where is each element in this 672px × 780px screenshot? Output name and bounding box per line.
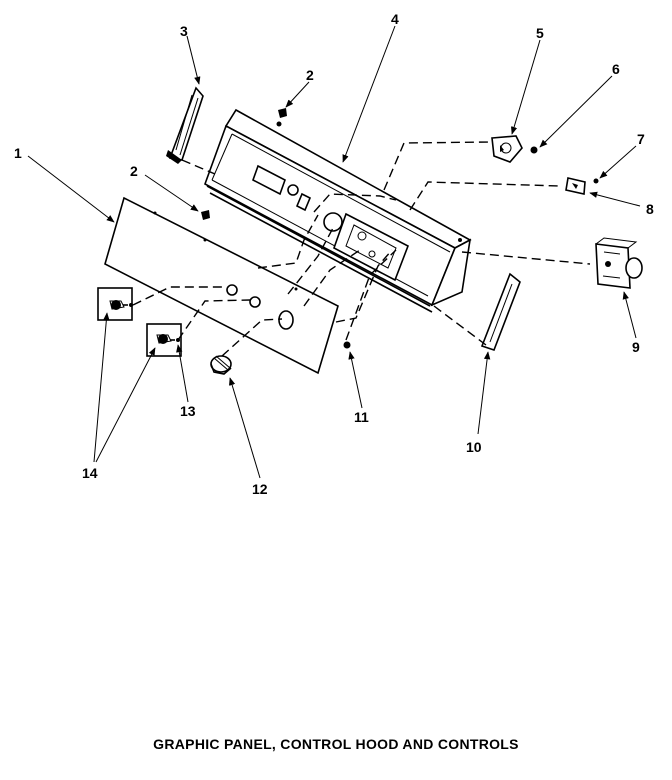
label-part-12: 12 xyxy=(252,481,268,497)
control-hood xyxy=(204,108,472,313)
part-number-labels: 1 2 2 3 4 5 6 7 8 9 10 11 12 13 14 xyxy=(14,11,654,497)
switch-part-5 xyxy=(491,135,523,163)
timer-knob-part-12 xyxy=(210,355,232,375)
label-part-1: 1 xyxy=(14,145,22,161)
screw-part-11 xyxy=(343,341,351,349)
right-end-cap xyxy=(480,272,521,352)
label-part-13: 13 xyxy=(180,403,196,419)
nut-part-6 xyxy=(530,146,538,154)
left-end-cap xyxy=(166,86,204,164)
label-part-3: 3 xyxy=(180,23,188,39)
label-part-2-upper: 2 xyxy=(306,67,314,83)
label-part-6: 6 xyxy=(612,61,620,77)
label-part-5: 5 xyxy=(536,25,544,41)
label-part-4: 4 xyxy=(391,11,399,27)
knob-box-upper xyxy=(97,287,133,321)
timer-part-9 xyxy=(595,237,643,289)
knob-box-lower xyxy=(146,323,182,357)
switch-part-8 xyxy=(565,177,586,195)
screw-part-2-upper xyxy=(278,108,287,118)
label-part-2-lower: 2 xyxy=(130,163,138,179)
label-part-9: 9 xyxy=(632,339,640,355)
label-part-14: 14 xyxy=(82,465,98,481)
graphic-panel xyxy=(104,196,339,375)
label-part-7: 7 xyxy=(637,131,645,147)
nut-part-7 xyxy=(593,178,599,184)
diagram-caption: GRAPHIC PANEL, CONTROL HOOD AND CONTROLS xyxy=(153,736,519,752)
label-part-8: 8 xyxy=(646,201,654,217)
label-part-10: 10 xyxy=(466,439,482,455)
screw-part-2-lower xyxy=(201,210,210,220)
assembly-lines xyxy=(132,141,591,357)
leader-lines xyxy=(27,25,641,479)
label-part-11: 11 xyxy=(354,409,369,425)
